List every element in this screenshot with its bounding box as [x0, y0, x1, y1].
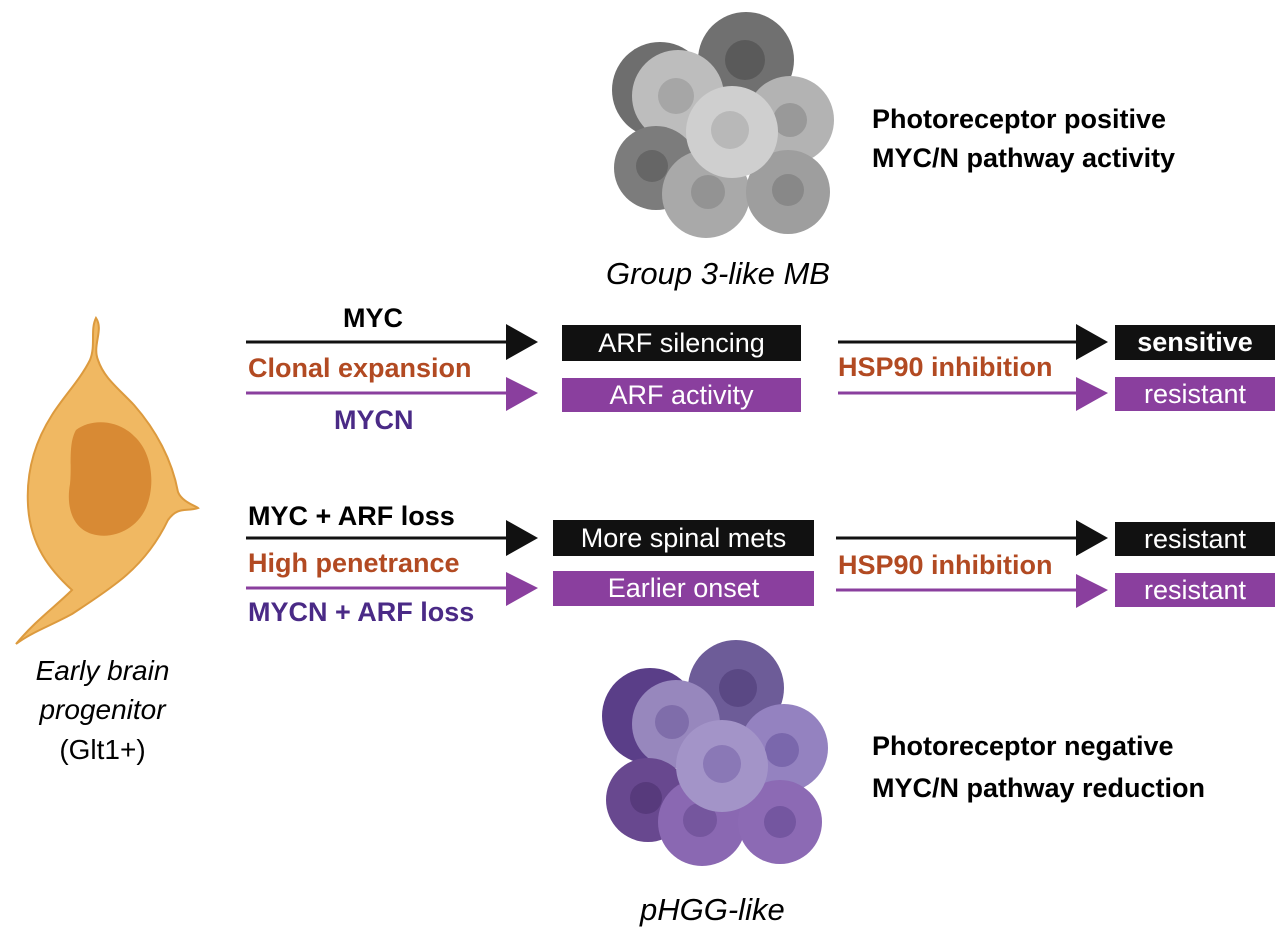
- row1-outcome-arf-activity: ARF activity: [562, 378, 801, 412]
- row1-driver-mycn: MYCN: [334, 405, 414, 435]
- row2-driver-mycn-arf-loss: MYCN + ARF loss: [248, 597, 475, 627]
- progenitor-label-line3: (Glt1+): [59, 734, 146, 765]
- row2-driver-myc-arf-loss: MYC + ARF loss: [248, 501, 455, 531]
- row2-high-penetrance: High penetrance: [248, 548, 460, 578]
- row1-response-sensitive: sensitive: [1115, 325, 1275, 360]
- progenitor-label-line1: Early brain: [35, 655, 170, 686]
- row1-hsp90-inhibition: HSP90 inhibition: [838, 352, 1053, 382]
- progenitor-label-line2: progenitor: [39, 694, 166, 725]
- row1-driver-myc: MYC: [343, 303, 403, 333]
- top-tumor-desc-line1: Photoreceptor positive: [872, 104, 1167, 134]
- row2-response-top-resistant: resistant: [1115, 522, 1275, 556]
- bottom-tumor-name: pHGG-like: [640, 892, 785, 927]
- row1-outcome-arf-silencing: ARF silencing: [562, 325, 801, 361]
- bottom-tumor-desc-line2: MYC/N pathway reduction: [872, 773, 1206, 803]
- row2-arrows: [246, 520, 1108, 608]
- row1-clonal-expansion: Clonal expansion: [248, 353, 472, 383]
- row1-arrows: [246, 324, 1108, 411]
- top-tumor-name: Group 3-like MB: [606, 256, 830, 291]
- bottom-tumor-desc-line1: Photoreceptor negative: [872, 731, 1174, 761]
- row2-response-bottom-resistant: resistant: [1115, 573, 1275, 607]
- top-tumor-desc-line2: MYC/N pathway activity: [872, 143, 1176, 173]
- row2-hsp90-inhibition: HSP90 inhibition: [838, 550, 1053, 580]
- row2-outcome-earlier-onset: Earlier onset: [553, 571, 814, 606]
- progenitor-cell-icon: [15, 316, 200, 645]
- row1-response-resistant: resistant: [1115, 377, 1275, 411]
- purple-tumor-cluster-icon: [602, 640, 828, 866]
- grey-tumor-cluster-icon: [612, 12, 834, 238]
- row2-outcome-spinal-mets: More spinal mets: [553, 520, 814, 556]
